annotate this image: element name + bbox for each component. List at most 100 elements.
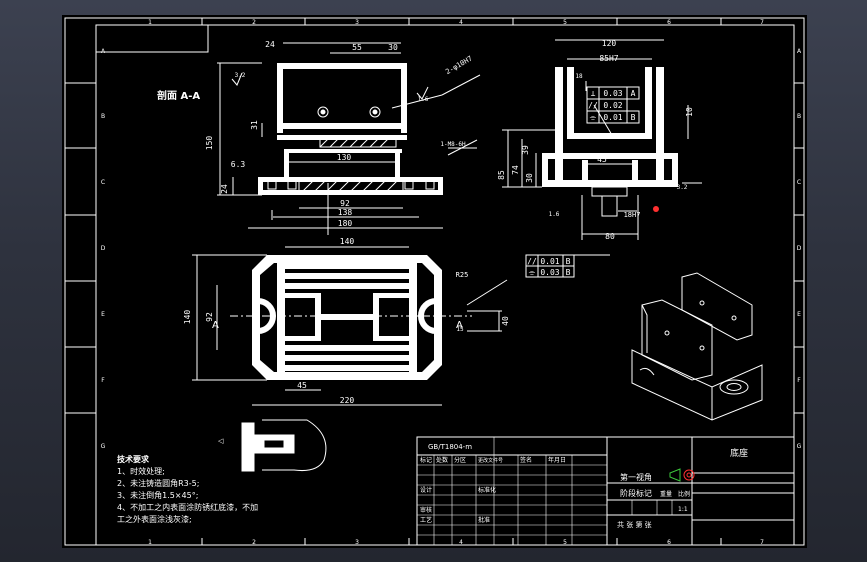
inner-border <box>95 24 795 546</box>
weight-label: 重量 <box>660 490 672 498</box>
dim-24-side: 24 <box>220 184 229 194</box>
note-3: 3、未注倒角1.5×45°; <box>117 490 198 500</box>
zone-row-a: A <box>101 48 106 55</box>
dim-39: 39 <box>521 145 530 155</box>
zone-row-e: E <box>101 311 105 318</box>
zone-row-f: F <box>101 377 105 384</box>
zone-row-b: B <box>101 113 105 120</box>
zone-col-4: 4 <box>459 19 463 26</box>
dim-85h7: 85H7 <box>599 54 618 63</box>
zone-row-a-right: A <box>797 48 802 55</box>
zone-row-f-right: F <box>797 377 801 384</box>
drawing-sheet[interactable]: 1 2 3 4 5 6 7 1 2 3 4 5 6 7 A B C D E F … <box>62 15 807 548</box>
zone-col-3: 3 <box>355 19 359 26</box>
roughness-symbol-2 <box>416 86 429 100</box>
zone-row-g: G <box>101 443 106 450</box>
dim-74: 74 <box>511 165 520 175</box>
zone-row-c: C <box>101 179 105 186</box>
rev-label-sign: 签名 <box>520 456 532 464</box>
dim-130: 130 <box>337 153 352 162</box>
frame3-val: 0.01 <box>603 113 622 122</box>
zone-col-2-bottom: 2 <box>252 539 256 546</box>
roughness-3-2-side: 3.2 <box>677 184 688 191</box>
dim-30: 30 <box>388 43 398 52</box>
part-name: 底座 <box>730 447 748 459</box>
projection-label: 第一视角 <box>620 472 652 482</box>
zone-row-c-right: C <box>797 179 801 186</box>
note-5: 工之外表面涂浅灰漆; <box>117 514 192 524</box>
dim-30-side: 30 <box>525 173 534 183</box>
sign-review: 审核 <box>420 506 432 514</box>
dim-45-top: 45 <box>297 381 307 390</box>
frame3-ref: B <box>631 113 636 122</box>
side-view[interactable]: 120 85H7 18 10 39 45 85 74 30 3.2 18H7 8… <box>497 39 702 278</box>
dim-140-top: 140 <box>340 237 355 246</box>
zone-col-5-bottom: 5 <box>563 539 567 546</box>
dim-80: 80 <box>605 232 615 241</box>
dim-18h7: 18H7 <box>624 211 641 219</box>
zone-ticks <box>65 18 804 545</box>
sign-design: 设计 <box>420 486 432 494</box>
rev-label-date: 年月日 <box>548 456 566 464</box>
zone-col-7-bottom: 7 <box>760 539 764 546</box>
top-view[interactable]: 140 140 92 45 220 R25 40 15 A A <box>183 237 510 406</box>
frame4-ref: B <box>566 257 571 266</box>
zone-col-1: 1 <box>148 19 152 26</box>
dim-85: 85 <box>497 170 506 180</box>
datum-marker-icon <box>653 206 659 212</box>
rev-label-doc: 更改文件号 <box>478 457 503 464</box>
scale-value: 1:1 <box>678 506 688 513</box>
hole-note: 2-φ10H7 <box>444 54 474 76</box>
front-section-view[interactable]: 24 55 30 150 31 130 6.3 24 92 138 180 2-… <box>205 40 481 235</box>
section-mark-left: A <box>212 320 219 331</box>
frame2-val: 0.02 <box>603 101 622 110</box>
isometric-view[interactable] <box>631 272 763 421</box>
frame5-ref: B <box>566 268 571 277</box>
projection-symbol-icon <box>669 468 695 482</box>
tolerance-frames <box>525 86 640 278</box>
zone-col-2: 2 <box>252 19 256 26</box>
dim-92: 92 <box>340 199 350 208</box>
dim-r25: R25 <box>456 271 469 279</box>
section-mark-right: A <box>456 320 463 331</box>
frame1-sym: ⊥ <box>591 89 596 98</box>
standard-label: GB/T1804-m <box>428 443 472 451</box>
stage-mark-label: 阶段标记 <box>620 488 652 498</box>
dim-140-vert: 140 <box>183 310 192 325</box>
technical-notes: 技术要求 1、时效处理; 2、未注铸造圆角R3-5; 3、未注倒角1.5×45°… <box>117 454 258 524</box>
zone-col-4-bottom: 4 <box>459 539 463 546</box>
note-2: 2、未注铸造圆角R3-5; <box>117 478 199 488</box>
frame3-sym: ⌯ <box>590 113 597 122</box>
notes-title: 技术要求 <box>117 454 150 464</box>
frame5-val: 0.03 <box>540 268 559 277</box>
frame4-val: 0.01 <box>540 257 559 266</box>
detail-view[interactable]: ◁ <box>218 419 327 472</box>
sign-standard: 标准化 <box>478 486 496 494</box>
dim-180: 180 <box>338 219 353 228</box>
roughness-3-2: 3.2 <box>235 72 246 79</box>
dim-6-3: 6.3 <box>231 160 246 169</box>
dim-55: 55 <box>352 43 362 52</box>
sheets-label: 共 张 第 张 <box>617 520 652 529</box>
zone-col-1-bottom: 1 <box>148 539 152 546</box>
dim-24-top: 24 <box>265 40 275 49</box>
title-block[interactable] <box>416 436 795 546</box>
frame2-sym: // <box>588 101 598 110</box>
dim-220: 220 <box>340 396 355 405</box>
leader-note: 1-M8-6H <box>440 141 466 148</box>
sign-process: 工艺 <box>420 516 432 524</box>
frame4-sym: // <box>527 257 537 266</box>
dim-120: 120 <box>602 39 617 48</box>
drawing-canvas[interactable]: 1 2 3 4 5 6 7 1 2 3 4 5 6 7 A B C D E F … <box>62 15 807 548</box>
dim-31: 31 <box>250 120 259 130</box>
dim-138: 138 <box>338 208 353 217</box>
roughness-1-6: 1.6 <box>418 96 429 103</box>
note-4: 4、不加工之内表面涂防锈红底漆，不加 <box>117 502 258 512</box>
note-1: 1、时效处理; <box>117 466 165 476</box>
zone-col-5: 5 <box>563 19 567 26</box>
frame1-ref: A <box>631 89 636 98</box>
zone-col-6-bottom: 6 <box>667 539 671 546</box>
frame1-val: 0.03 <box>603 89 622 98</box>
zone-row-g-right: G <box>797 443 802 450</box>
dim-10: 10 <box>685 107 694 117</box>
